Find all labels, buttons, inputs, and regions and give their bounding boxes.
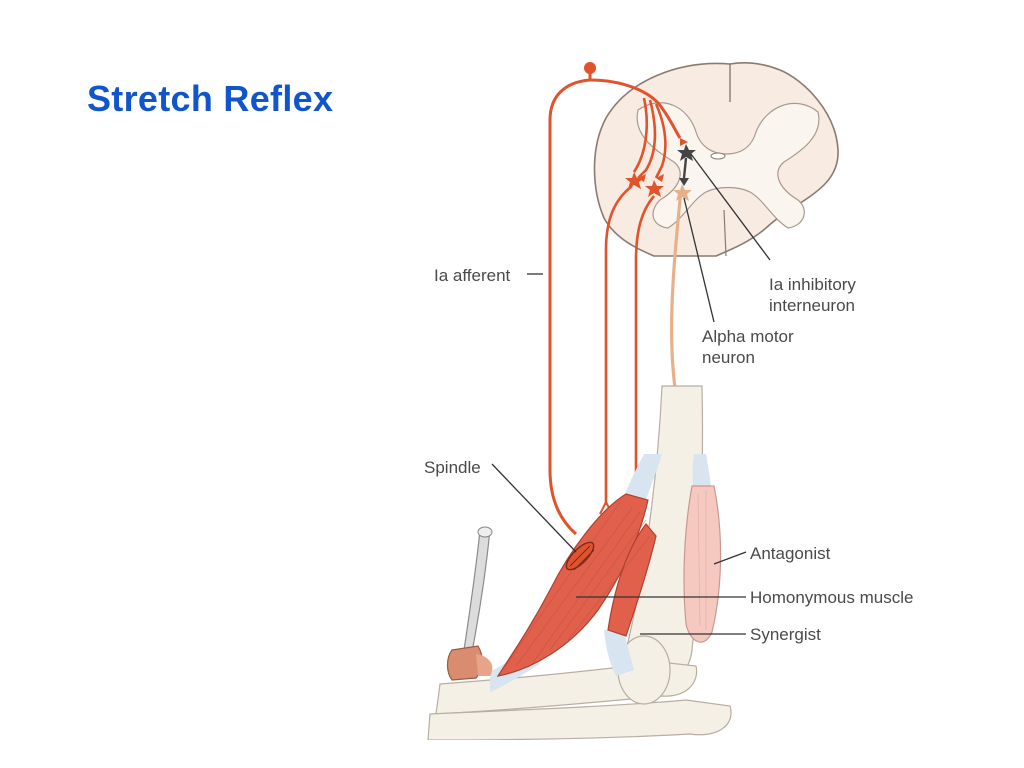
ia-afferent-collateral-2 <box>637 99 657 179</box>
label-ia-afferent: Ia afferent <box>434 266 511 285</box>
spindle-afferent-ending <box>569 545 595 571</box>
label-ia-inhibitory-line2: interneuron <box>769 296 855 315</box>
upper-tendon-antagonist <box>692 454 712 494</box>
leader-spindle <box>491 463 577 553</box>
leader-ia-inhibitory <box>690 153 771 261</box>
label-alpha-motor-line2: neuron <box>702 348 755 367</box>
interneuron-axon <box>682 157 688 179</box>
label-antagonist: Antagonist <box>750 544 831 563</box>
stretch-reflex-diagram: Ia afferent Ia inhibitory interneuron Al… <box>424 62 913 740</box>
label-alpha-motor-line1: Alpha motor <box>702 327 794 346</box>
hammer-grip-end <box>477 526 493 538</box>
afferent-fibres <box>548 62 688 587</box>
synapse-terminal <box>680 138 688 146</box>
interneuron-cell-body <box>677 144 696 161</box>
forearm-bone-ulna <box>427 699 732 740</box>
leader-alpha-motor <box>683 197 715 323</box>
alpha-motor-neuron-antagonist <box>673 184 692 201</box>
ventral-median-fissure <box>723 209 727 257</box>
spinal-cord <box>593 62 839 257</box>
alpha-motor-neuron-synergist <box>645 180 664 197</box>
ia-inhibitory-interneuron <box>673 144 696 201</box>
ia-afferent-fiber <box>548 72 592 536</box>
lower-tendon-synergist <box>604 630 634 676</box>
leader-lines <box>491 153 771 635</box>
ia-afferent-dorsal-root <box>589 78 682 139</box>
dorsal-root-ganglion <box>584 62 596 74</box>
antagonist-muscle <box>683 485 722 643</box>
diagram-labels: Ia afferent Ia inhibitory interneuron Al… <box>424 266 913 644</box>
motor-axon-synergist <box>634 195 655 580</box>
interneuron-terminal <box>679 178 689 186</box>
arm <box>427 385 732 740</box>
alpha-motor-neuron-homonymous <box>625 172 644 189</box>
muscle-striations <box>503 501 651 669</box>
ia-afferent-collateral-3 <box>632 97 649 173</box>
hammer-head <box>446 645 483 681</box>
label-homonymous: Homonymous muscle <box>750 588 913 607</box>
label-ia-inhibitory-line1: Ia inhibitory <box>769 275 856 294</box>
slide-title: Stretch Reflex <box>87 78 334 119</box>
ia-afferent-collateral-1 <box>654 103 667 179</box>
label-spindle: Spindle <box>424 458 481 477</box>
hammer-handle <box>463 529 491 653</box>
reflex-hammer-icon <box>446 526 493 681</box>
antagonist-striations <box>697 490 707 630</box>
leader-antagonist <box>713 551 747 565</box>
upper-tendon <box>624 454 662 500</box>
synapse-terminal <box>656 174 664 182</box>
label-synergist: Synergist <box>750 625 821 644</box>
motor-axon-homonymous <box>604 184 633 505</box>
hammer-tip <box>476 654 493 676</box>
central-canal <box>710 152 726 160</box>
synergist-muscle <box>607 523 657 637</box>
